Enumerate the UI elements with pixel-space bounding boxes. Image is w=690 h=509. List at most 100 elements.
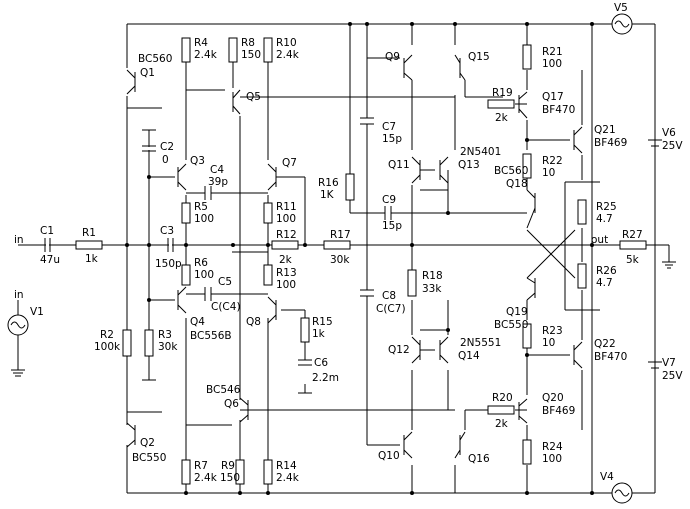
R1-name: R1 (82, 227, 96, 239)
Q14-name: Q14 (458, 350, 480, 362)
R23-value: 10 (542, 337, 555, 349)
R26-value: 4.7 (596, 277, 613, 289)
net-out-label: out (591, 234, 608, 246)
Q14-part: 2N5551 (460, 337, 501, 349)
Q17-part: BF470 (542, 104, 575, 116)
R16-name: R16 (318, 177, 339, 189)
C6-value: 2.2m (312, 372, 339, 384)
Q19-part: BC550 (494, 319, 528, 331)
net-in-label: in (14, 234, 24, 246)
R6-value: 100 (194, 269, 214, 281)
labels: in in out V1 V4 V5 V6 25V V7 25V C1 47u … (14, 2, 683, 484)
V6-name: V6 (662, 127, 676, 139)
Q16-name: Q16 (468, 453, 490, 465)
Q15-name: Q15 (468, 51, 490, 63)
sources (7, 13, 676, 504)
Q4-name: Q4 (190, 316, 205, 328)
Q18-name: Q18 (506, 178, 528, 190)
R25-value: 4.7 (596, 213, 613, 225)
R14-name: R14 (276, 460, 297, 472)
Q11-name: Q11 (388, 159, 410, 171)
V4-name: V4 (600, 471, 614, 483)
R22-name: R22 (542, 155, 563, 167)
R4-value: 2.4k (194, 49, 218, 61)
Q19-name: Q19 (506, 306, 528, 318)
capacitors (44, 117, 392, 366)
C7-value: 15p (382, 133, 402, 145)
R12-value: 2k (279, 254, 293, 266)
R14-value: 2.4k (276, 472, 300, 484)
R5-name: R5 (194, 201, 208, 213)
Q7-name: Q7 (282, 157, 297, 169)
R4-name: R4 (194, 37, 208, 49)
V1-name: V1 (30, 306, 44, 318)
Q20-name: Q20 (542, 392, 564, 404)
Q12-name: Q12 (388, 344, 410, 356)
resistors (75, 37, 647, 485)
R21-value: 100 (542, 58, 562, 70)
R26-name: R26 (596, 265, 617, 277)
Q2-name: Q2 (140, 437, 155, 449)
R17-name: R17 (330, 229, 351, 241)
C5-value: C(C4) (211, 301, 241, 313)
R20-value: 2k (495, 418, 509, 430)
Q4-part: BC556B (190, 330, 232, 342)
R10-name: R10 (276, 37, 297, 49)
R13-value: 100 (276, 279, 296, 291)
R8-name: R8 (241, 37, 255, 49)
Q1-part: BC560 (138, 53, 172, 65)
Q9-name: Q9 (385, 51, 400, 63)
V6-value: 25V (662, 140, 683, 152)
Q5-name: Q5 (246, 91, 261, 103)
R17-value: 30k (330, 254, 350, 266)
R16-value: 1K (320, 189, 335, 201)
R11-value: 100 (276, 213, 296, 225)
V5-name: V5 (614, 2, 628, 14)
R2-name: R2 (100, 329, 114, 341)
C1-value: 47u (40, 254, 60, 266)
R22-value: 10 (542, 167, 555, 179)
R20-name: R20 (492, 392, 513, 404)
C1-name: C1 (40, 225, 54, 237)
Q18-part: BC560 (494, 165, 528, 177)
V7-value: 25V (662, 370, 683, 382)
R19-name: R19 (492, 87, 513, 99)
R6-name: R6 (194, 257, 208, 269)
R7-value: 2.4k (194, 472, 218, 484)
R21-name: R21 (542, 46, 563, 58)
Q21-part: BF469 (594, 137, 627, 149)
transistors (126, 54, 583, 459)
junction-dots (125, 22, 594, 495)
Q3-name: Q3 (190, 155, 205, 167)
Q21-name: Q21 (594, 124, 616, 136)
Q6-part: BC546 (206, 384, 241, 396)
R11-name: R11 (276, 201, 297, 213)
R3-value: 30k (158, 341, 178, 353)
C3-name: C3 (160, 225, 174, 237)
C2-name: C2 (160, 141, 174, 153)
Q17-name: Q17 (542, 91, 564, 103)
C8-name: C8 (382, 290, 396, 302)
C5-name: C5 (218, 276, 232, 288)
R27-name: R27 (622, 229, 643, 241)
R9-name: R9 (221, 460, 235, 472)
Q22-part: BF470 (594, 351, 627, 363)
R3-name: R3 (158, 329, 172, 341)
R8-value: 150 (241, 49, 261, 61)
R15-name: R15 (312, 316, 333, 328)
Q20-part: BF469 (542, 405, 575, 417)
R2-value: 100k (94, 341, 121, 353)
R7-name: R7 (194, 460, 208, 472)
Q2-part: BC550 (132, 452, 166, 464)
Q6-name: Q6 (224, 398, 239, 410)
C6-name: C6 (314, 357, 328, 369)
C2-value: 0 (162, 154, 169, 166)
R18-value: 33k (422, 283, 442, 295)
R19-value: 2k (495, 112, 509, 124)
C9-name: C9 (382, 194, 396, 206)
R24-name: R24 (542, 441, 563, 453)
Q13-part: 2N5401 (460, 146, 501, 158)
R1-value: 1k (85, 253, 99, 265)
R5-value: 100 (194, 213, 214, 225)
V7-name: V7 (662, 357, 676, 369)
